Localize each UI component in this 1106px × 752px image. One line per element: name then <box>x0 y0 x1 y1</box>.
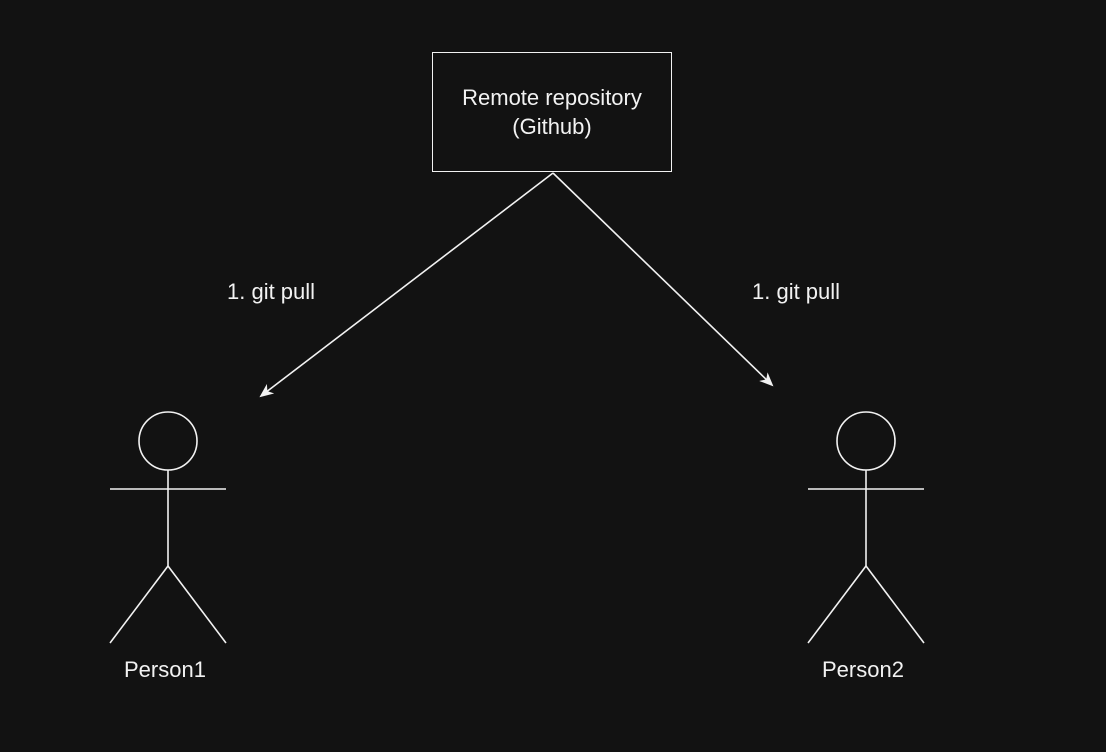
actor-person1-icon <box>109 411 227 644</box>
actor-label-person1: Person1 <box>124 657 206 682</box>
repository-subtitle: (Github) <box>512 114 592 139</box>
edge-label-right: 1. git pull <box>752 279 841 304</box>
repository-title: Remote repository <box>462 85 642 110</box>
remote-repository-node: Remote repository (Github) <box>432 52 672 172</box>
actor-label-person2: Person2 <box>822 657 904 682</box>
edge-label-left: 1. git pull <box>227 279 316 304</box>
edge-arrow-to-person1 <box>259 172 554 398</box>
actor-person2-icon <box>807 411 925 644</box>
edge-arrow-to-person2 <box>552 172 774 387</box>
